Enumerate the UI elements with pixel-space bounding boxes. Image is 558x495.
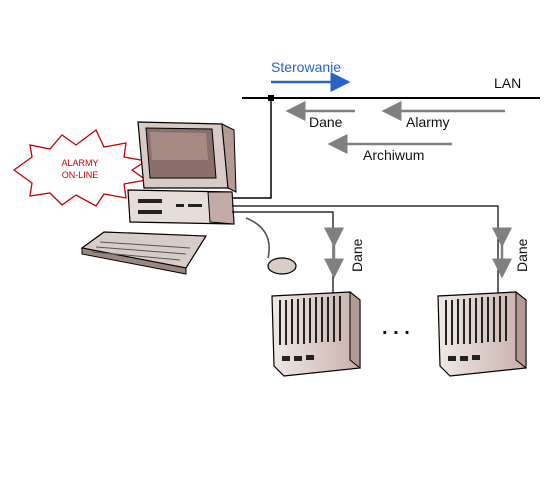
label-alarmy: Alarmy xyxy=(406,114,450,130)
label-dane-vertical-right: Dane xyxy=(514,238,530,272)
label-archiwum: Archiwum xyxy=(363,147,424,163)
label-lan: LAN xyxy=(494,75,521,91)
pc-device1-link xyxy=(232,211,334,295)
controller-device-icon xyxy=(437,290,527,377)
starburst-icon: ALARMY ON-LINE xyxy=(12,129,148,207)
label-dane: Dane xyxy=(309,114,343,130)
alarm-badge-line1: ALARMY xyxy=(61,158,98,168)
pc-workstation-icon xyxy=(80,121,297,275)
controller-device-icon xyxy=(271,290,361,377)
label-sterowanie: Sterowanie xyxy=(271,59,341,75)
pc-device2-link xyxy=(232,205,499,295)
label-dane-vertical-left: Dane xyxy=(349,238,365,272)
label-ellipsis: . . . xyxy=(382,317,410,339)
alarm-badge-line2: ON-LINE xyxy=(62,170,99,180)
pc-lan-link xyxy=(232,98,272,199)
